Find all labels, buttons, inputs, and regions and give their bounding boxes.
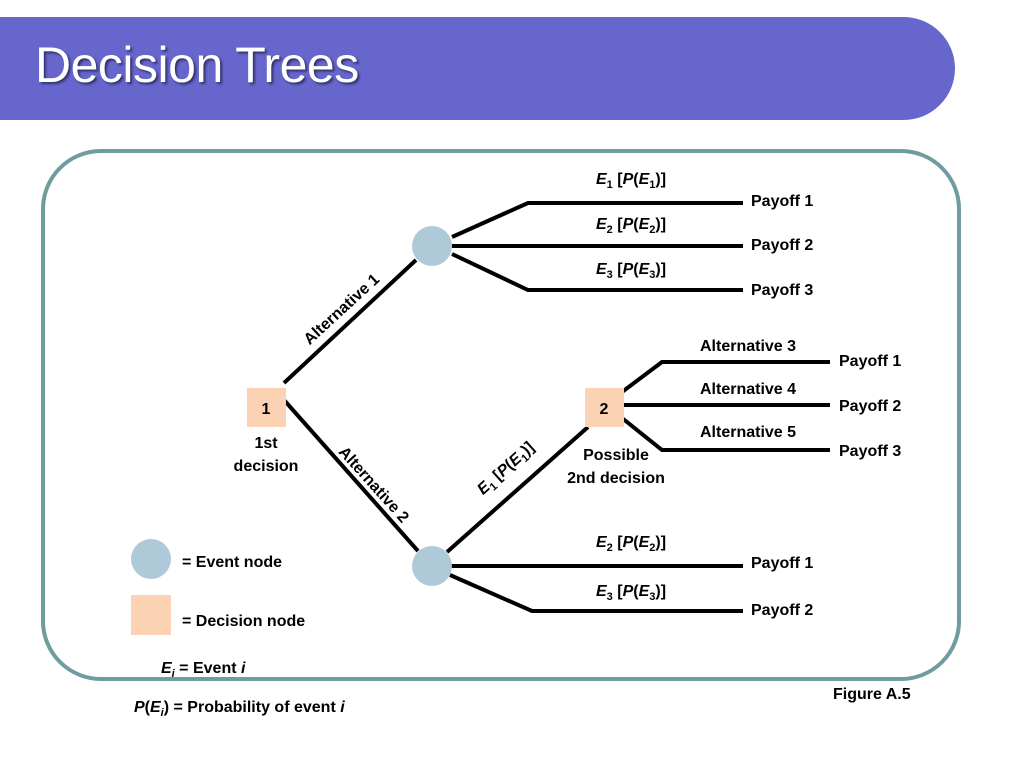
figure-label: Figure A.5 [833, 686, 911, 703]
legend-probability-definition: P(Ei) = Probability of event i [134, 699, 345, 719]
legend-event-node-label: = Event node [182, 554, 282, 571]
decision-node-2-label: 2 [600, 401, 609, 418]
slide-title: Decision Trees [35, 37, 359, 93]
alternative-5-label: Alternative 5 [700, 424, 796, 441]
legend-event-node-icon [131, 539, 171, 579]
legend-decision-node-label: = Decision node [182, 613, 305, 630]
decision-node-1 [247, 388, 286, 427]
diagram-frame [41, 149, 961, 681]
branch-alternative-1 [282, 258, 418, 385]
alternative-4-label: Alternative 4 [700, 381, 796, 398]
branch-alternative-5 [620, 416, 830, 452]
event-node-top [412, 226, 452, 266]
payoff-middle-1: Payoff 1 [839, 353, 901, 370]
alternative-1-label: Alternative 1 [301, 271, 383, 348]
event-e1-bottom-label: E1 [P(E1)] [474, 439, 539, 501]
branch-top-e1 [451, 201, 743, 239]
payoff-middle-2: Payoff 2 [839, 398, 901, 415]
event-node-bottom [412, 546, 452, 586]
branch-alternative-3 [620, 360, 830, 394]
branch-bottom-e3 [449, 573, 743, 613]
decision-node-1-label: 1 [262, 401, 271, 418]
branch-bottom-e1 [445, 425, 590, 554]
legend-event-definition: Ei = Event i [161, 660, 246, 680]
decision-1-caption-line1: 1st [254, 435, 278, 452]
payoff-middle-3: Payoff 3 [839, 443, 901, 460]
event-e3-bottom-label: E3 [P(E3)] [596, 583, 666, 603]
tree-branches [282, 201, 830, 613]
alternative-2-label: Alternative 2 [335, 444, 412, 527]
legend-decision-node-icon [131, 595, 171, 635]
event-e2-bottom-label: E2 [P(E2)] [596, 534, 666, 554]
payoff-bottom-1: Payoff 1 [751, 555, 813, 572]
decision-1-caption-line2: decision [234, 458, 299, 475]
branch-alternative-2 [282, 398, 420, 553]
decision-node-2 [585, 388, 624, 427]
alternative-3-label: Alternative 3 [700, 338, 796, 355]
event-e1-top-label: E1 [P(E1)] [596, 171, 666, 191]
payoff-top-3: Payoff 3 [751, 282, 813, 299]
event-e2-top-label: E2 [P(E2)] [596, 216, 666, 236]
payoff-top-2: Payoff 2 [751, 237, 813, 254]
payoff-bottom-2: Payoff 2 [751, 602, 813, 619]
payoff-top-1: Payoff 1 [751, 193, 813, 210]
branch-top-e3 [451, 252, 743, 292]
decision-2-caption-line2: 2nd decision [567, 470, 665, 487]
title-bar [0, 17, 955, 120]
event-e3-top-label: E3 [P(E3)] [596, 261, 666, 281]
decision-2-caption-line1: Possible [583, 447, 649, 464]
